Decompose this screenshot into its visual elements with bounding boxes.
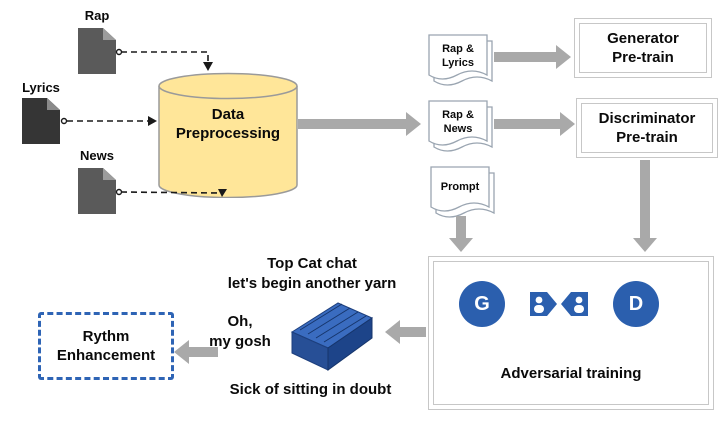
sample3-line1: Sick of sitting in doubt <box>229 381 392 398</box>
rap-lyrics-dataset-label: Rap & Lyrics <box>428 42 488 70</box>
rythm-enhancement-box: Rythm Enhancement <box>38 312 174 380</box>
gan-competition-icon <box>530 292 588 316</box>
lyrics-document-icon <box>22 98 60 144</box>
rythm-enhancement-line2: Enhancement <box>56 347 156 364</box>
generator-badge: G <box>459 281 505 327</box>
news-connector-curl <box>115 188 123 196</box>
discriminator-badge: D <box>613 281 659 327</box>
rap-news-label-line1: Rap & <box>442 109 474 121</box>
preprocessing-to-datasets-arrow <box>298 112 421 136</box>
rap-document-icon <box>78 28 116 74</box>
news-document-icon <box>78 168 116 214</box>
data-preprocessing-label-line1: Data <box>211 106 245 123</box>
rap-to-preprocessing-arrow-line <box>121 51 209 62</box>
sample2-line2: my gosh <box>209 333 271 350</box>
rap-lyrics-label-line2: Lyrics <box>441 57 474 69</box>
rap-lyrics-label-line1: Rap & <box>442 43 474 55</box>
discriminator-pretrain-line1: Discriminator <box>598 110 696 127</box>
adversarial-to-output-arrow <box>385 320 426 344</box>
adversarial-training-box: G D Adversarial training <box>428 256 714 410</box>
generator-pretrain-line2: Pre-train <box>612 49 674 66</box>
rap-connector-curl <box>115 48 123 56</box>
discriminator-badge-letter: D <box>628 292 644 315</box>
generator-badge-letter: G <box>474 292 490 315</box>
rap-news-label-line2: News <box>443 123 473 135</box>
rap-book-icon <box>290 302 374 371</box>
data-preprocessing-label: Data Preprocessing <box>158 72 298 198</box>
discriminator-pretrain-label: Discriminator Pre-train <box>577 99 717 157</box>
database-cylinder-icon <box>158 72 298 199</box>
data-preprocessing-node: Data Preprocessing <box>158 72 298 199</box>
lyrics-connector-curl <box>60 117 68 125</box>
sample1-line2: let's begin another yarn <box>227 275 397 292</box>
rap-source-label: Rap <box>84 8 110 23</box>
lyrics-arrowhead <box>148 116 157 126</box>
discriminator-pretrain-line2: Pre-train <box>616 129 678 146</box>
rapnews-to-discriminator-arrow <box>494 112 575 136</box>
prompt-dataset-doc: Prompt <box>430 166 496 224</box>
generated-lyric-sample-3: Sick of sitting in doubt <box>213 380 408 400</box>
rythm-enhancement-line1: Rythm <box>82 328 130 345</box>
stacked-document-icon <box>428 100 493 152</box>
discriminator-to-adversarial-arrow <box>633 160 657 252</box>
rap-news-dataset-doc: Rap & News <box>428 100 494 158</box>
prompt-dataset-label: Prompt <box>430 180 490 194</box>
generated-lyric-sample-1: Top Cat chat let's begin another yarn <box>212 254 412 294</box>
generated-lyric-sample-2: Oh, my gosh <box>196 312 284 352</box>
prompt-label-line1: Prompt <box>440 181 480 193</box>
data-preprocessing-label-line2: Preprocessing <box>175 125 281 142</box>
rap-arrowhead <box>203 62 213 71</box>
rap-lyrics-dataset-doc: Rap & Lyrics <box>428 34 494 92</box>
stacked-document-icon <box>428 34 493 86</box>
sample2-line1: Oh, <box>227 313 253 330</box>
stacked-document-icon <box>430 166 495 218</box>
lyrics-source-label: Lyrics <box>22 80 60 95</box>
generator-pretrain-line1: Generator <box>607 30 679 47</box>
generator-pretrain-label: Generator Pre-train <box>575 19 711 77</box>
news-source-label: News <box>80 148 114 163</box>
discriminator-pretrain-box: Discriminator Pre-train <box>576 98 718 158</box>
sample1-line1: Top Cat chat <box>267 255 357 272</box>
adversarial-training-label: Adversarial training <box>500 365 642 382</box>
rap-news-dataset-label: Rap & News <box>428 108 488 136</box>
generator-pretrain-box: Generator Pre-train <box>574 18 712 78</box>
raplyrics-to-generator-arrow <box>494 45 571 69</box>
